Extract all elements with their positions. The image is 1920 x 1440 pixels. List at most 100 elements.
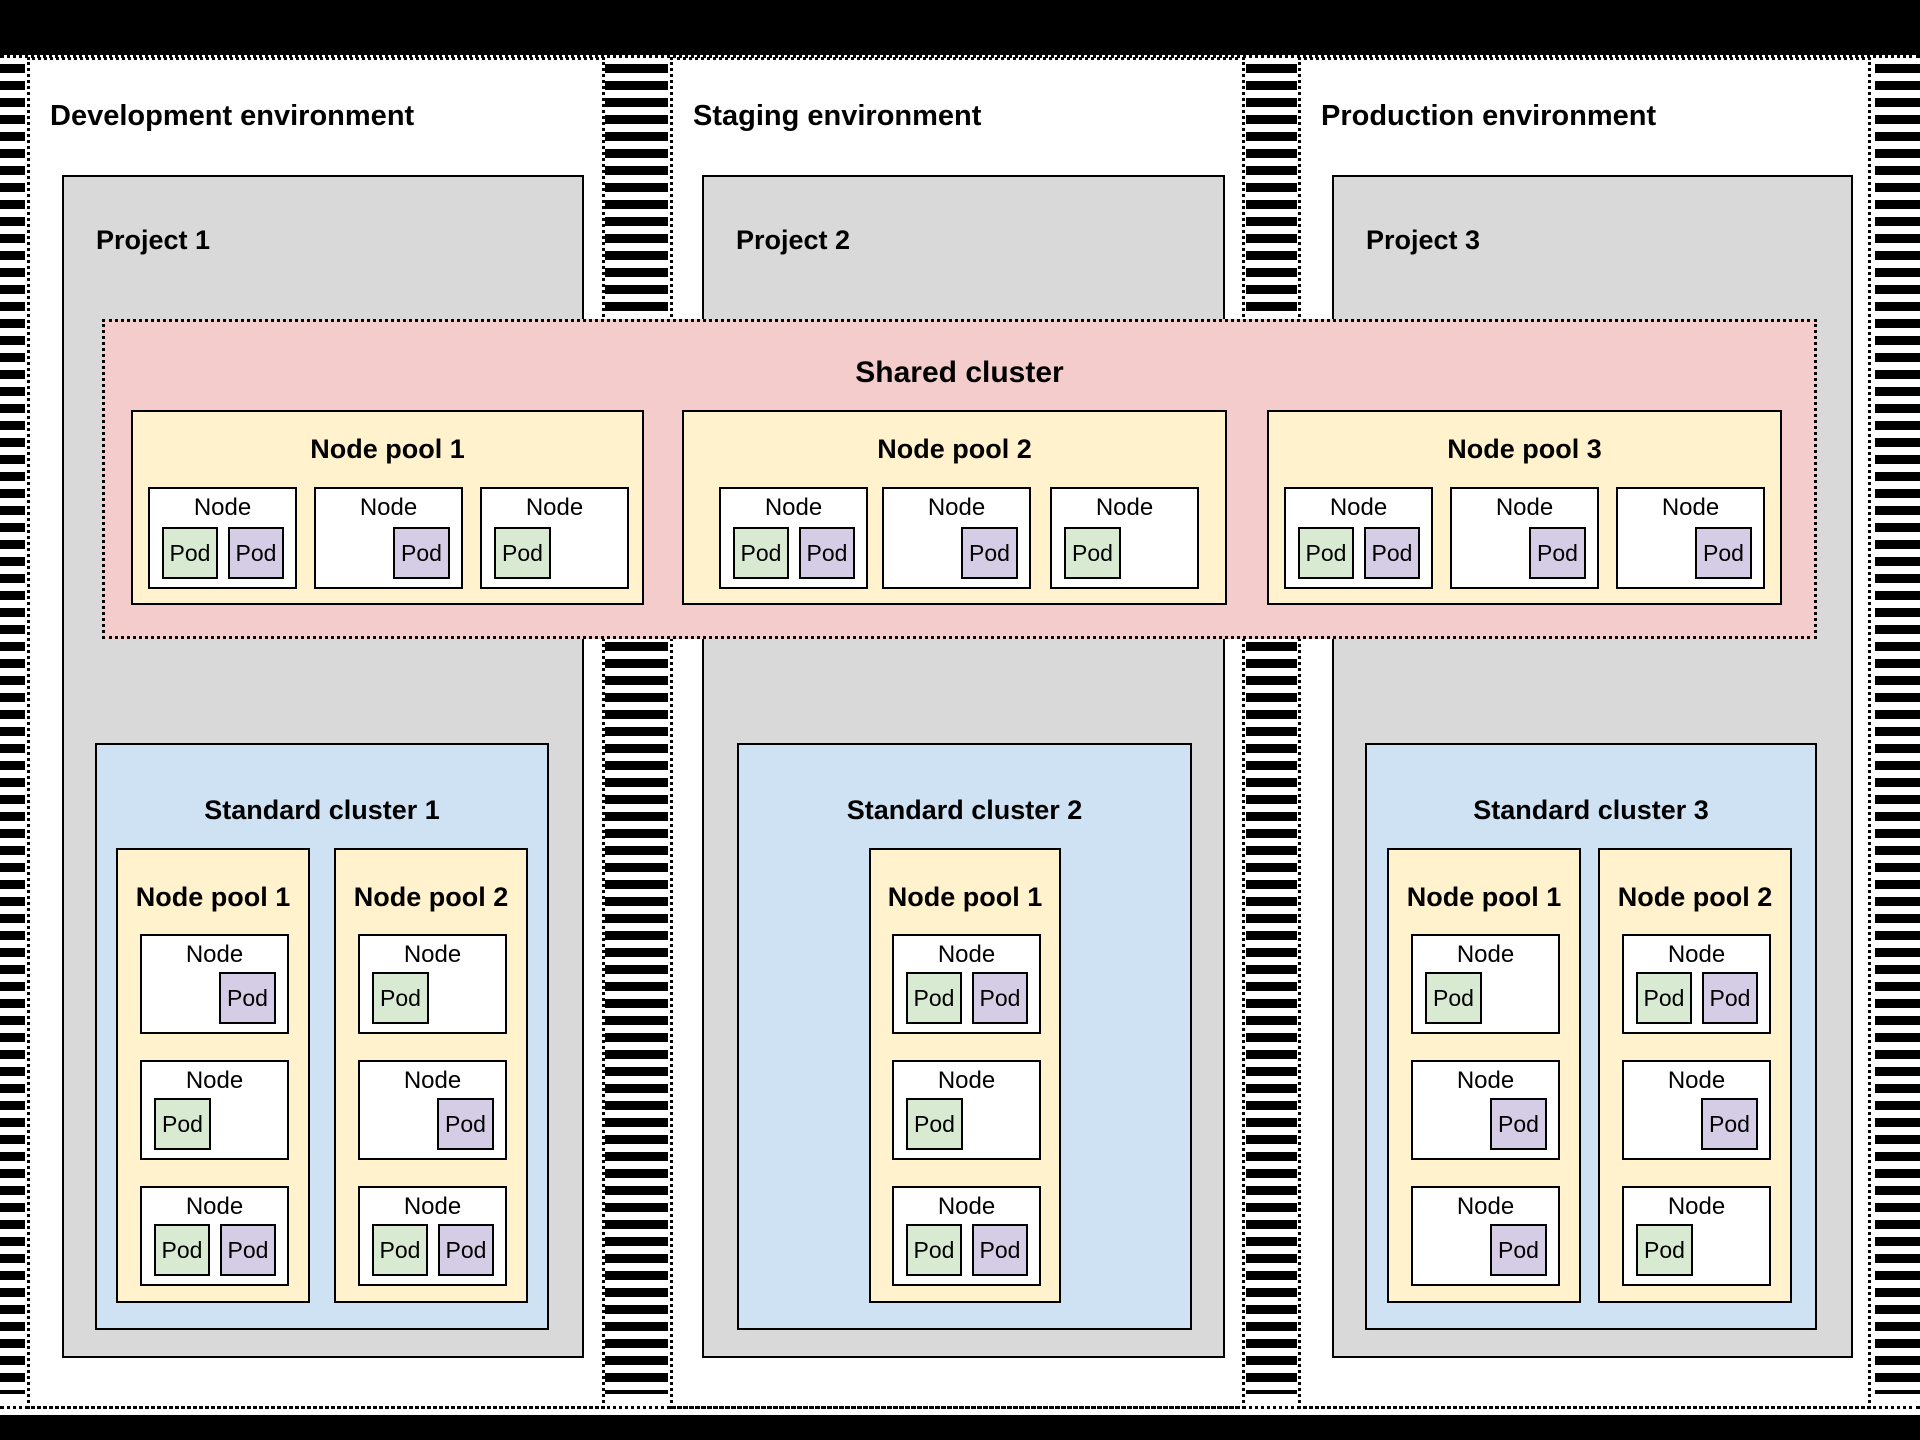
pod-box-purple: Pod	[1701, 1098, 1758, 1150]
pod-box-purple: Pod	[1490, 1224, 1547, 1276]
pod-box-green: Pod	[162, 527, 218, 579]
node-label: Node	[185, 941, 244, 968]
hatch-bar-staging-production	[1246, 64, 1297, 1394]
pod-box-green: Pod	[1298, 527, 1354, 579]
node-label: Node	[937, 941, 996, 968]
node-pool-title: Node pool 1	[887, 882, 1043, 912]
pod-box-green: Pod	[906, 972, 962, 1024]
environment-title: Development environment	[50, 100, 415, 132]
node-label: Node	[1667, 1193, 1726, 1220]
environment-box-production: Production environment	[1298, 57, 1871, 1409]
pod-box-purple: Pod	[437, 1098, 494, 1150]
pod-row: Pod	[1425, 1098, 1547, 1150]
node-label: Node	[403, 941, 462, 968]
node-label: Node	[1456, 1067, 1515, 1094]
node-label: Node	[525, 494, 584, 521]
node-label: Node	[193, 494, 252, 521]
environment-title: Production environment	[1321, 100, 1657, 132]
environment-title: Staging environment	[693, 100, 982, 132]
standard-cluster-title: Standard cluster 2	[846, 795, 1083, 825]
node-pool-title: Node pool 1	[1406, 882, 1562, 912]
pod-row: Pod	[1064, 527, 1186, 579]
pod-box-purple: Pod	[961, 527, 1018, 579]
standard-cluster-title: Standard cluster 1	[204, 795, 440, 825]
pod-box-purple: Pod	[1364, 527, 1420, 579]
pod-box-purple: Pod	[220, 1224, 276, 1276]
hatch-bar-left	[0, 64, 25, 1394]
pod-box-purple: Pod	[393, 527, 450, 579]
project-title: Project 2	[736, 225, 851, 255]
pod-box-purple: Pod	[799, 527, 855, 579]
pod-box-green: Pod	[1636, 1224, 1693, 1276]
node-label: Node	[927, 494, 986, 521]
node-label: Node	[1495, 494, 1554, 521]
pod-box-green: Pod	[1064, 527, 1121, 579]
node-pool-title: Node pool 1	[135, 882, 291, 912]
pod-box-green: Pod	[733, 527, 789, 579]
pod-box-green: Pod	[906, 1098, 963, 1150]
pod-row: Pod	[372, 1098, 494, 1150]
pod-row: Pod	[1636, 1224, 1758, 1276]
pod-box-purple: Pod	[219, 972, 276, 1024]
node-label: Node	[764, 494, 823, 521]
pod-row: Pod	[154, 972, 276, 1024]
pod-box-green: Pod	[372, 972, 429, 1024]
node-label: Node	[185, 1193, 244, 1220]
node-label: Node	[937, 1067, 996, 1094]
pod-row: Pod	[1425, 1224, 1547, 1276]
project-title: Project 1	[96, 225, 211, 255]
bottom-black-bar	[0, 1415, 1920, 1440]
pod-row: Pod	[906, 1098, 1028, 1150]
top-black-bar	[0, 0, 1920, 55]
pod-box-green: Pod	[906, 1224, 962, 1276]
pod-row: Pod	[328, 527, 450, 579]
node-pool-title: Node pool 3	[1447, 434, 1602, 464]
pod-box-purple: Pod	[972, 972, 1028, 1024]
node-label: Node	[1667, 1067, 1726, 1094]
pod-box-green: Pod	[372, 1224, 428, 1276]
pod-row: Pod	[154, 1098, 276, 1150]
top-dotted-line	[0, 55, 1920, 58]
node-pool-title: Node pool 2	[1617, 882, 1773, 912]
pod-box-purple: Pod	[1695, 527, 1752, 579]
pod-row: Pod	[1425, 972, 1547, 1024]
pod-box-green: Pod	[494, 527, 551, 579]
node-label: Node	[359, 494, 418, 521]
hatch-bar-right	[1875, 64, 1920, 1394]
environment-box-development: Development environment	[27, 57, 605, 1409]
pod-row: Pod	[372, 972, 494, 1024]
